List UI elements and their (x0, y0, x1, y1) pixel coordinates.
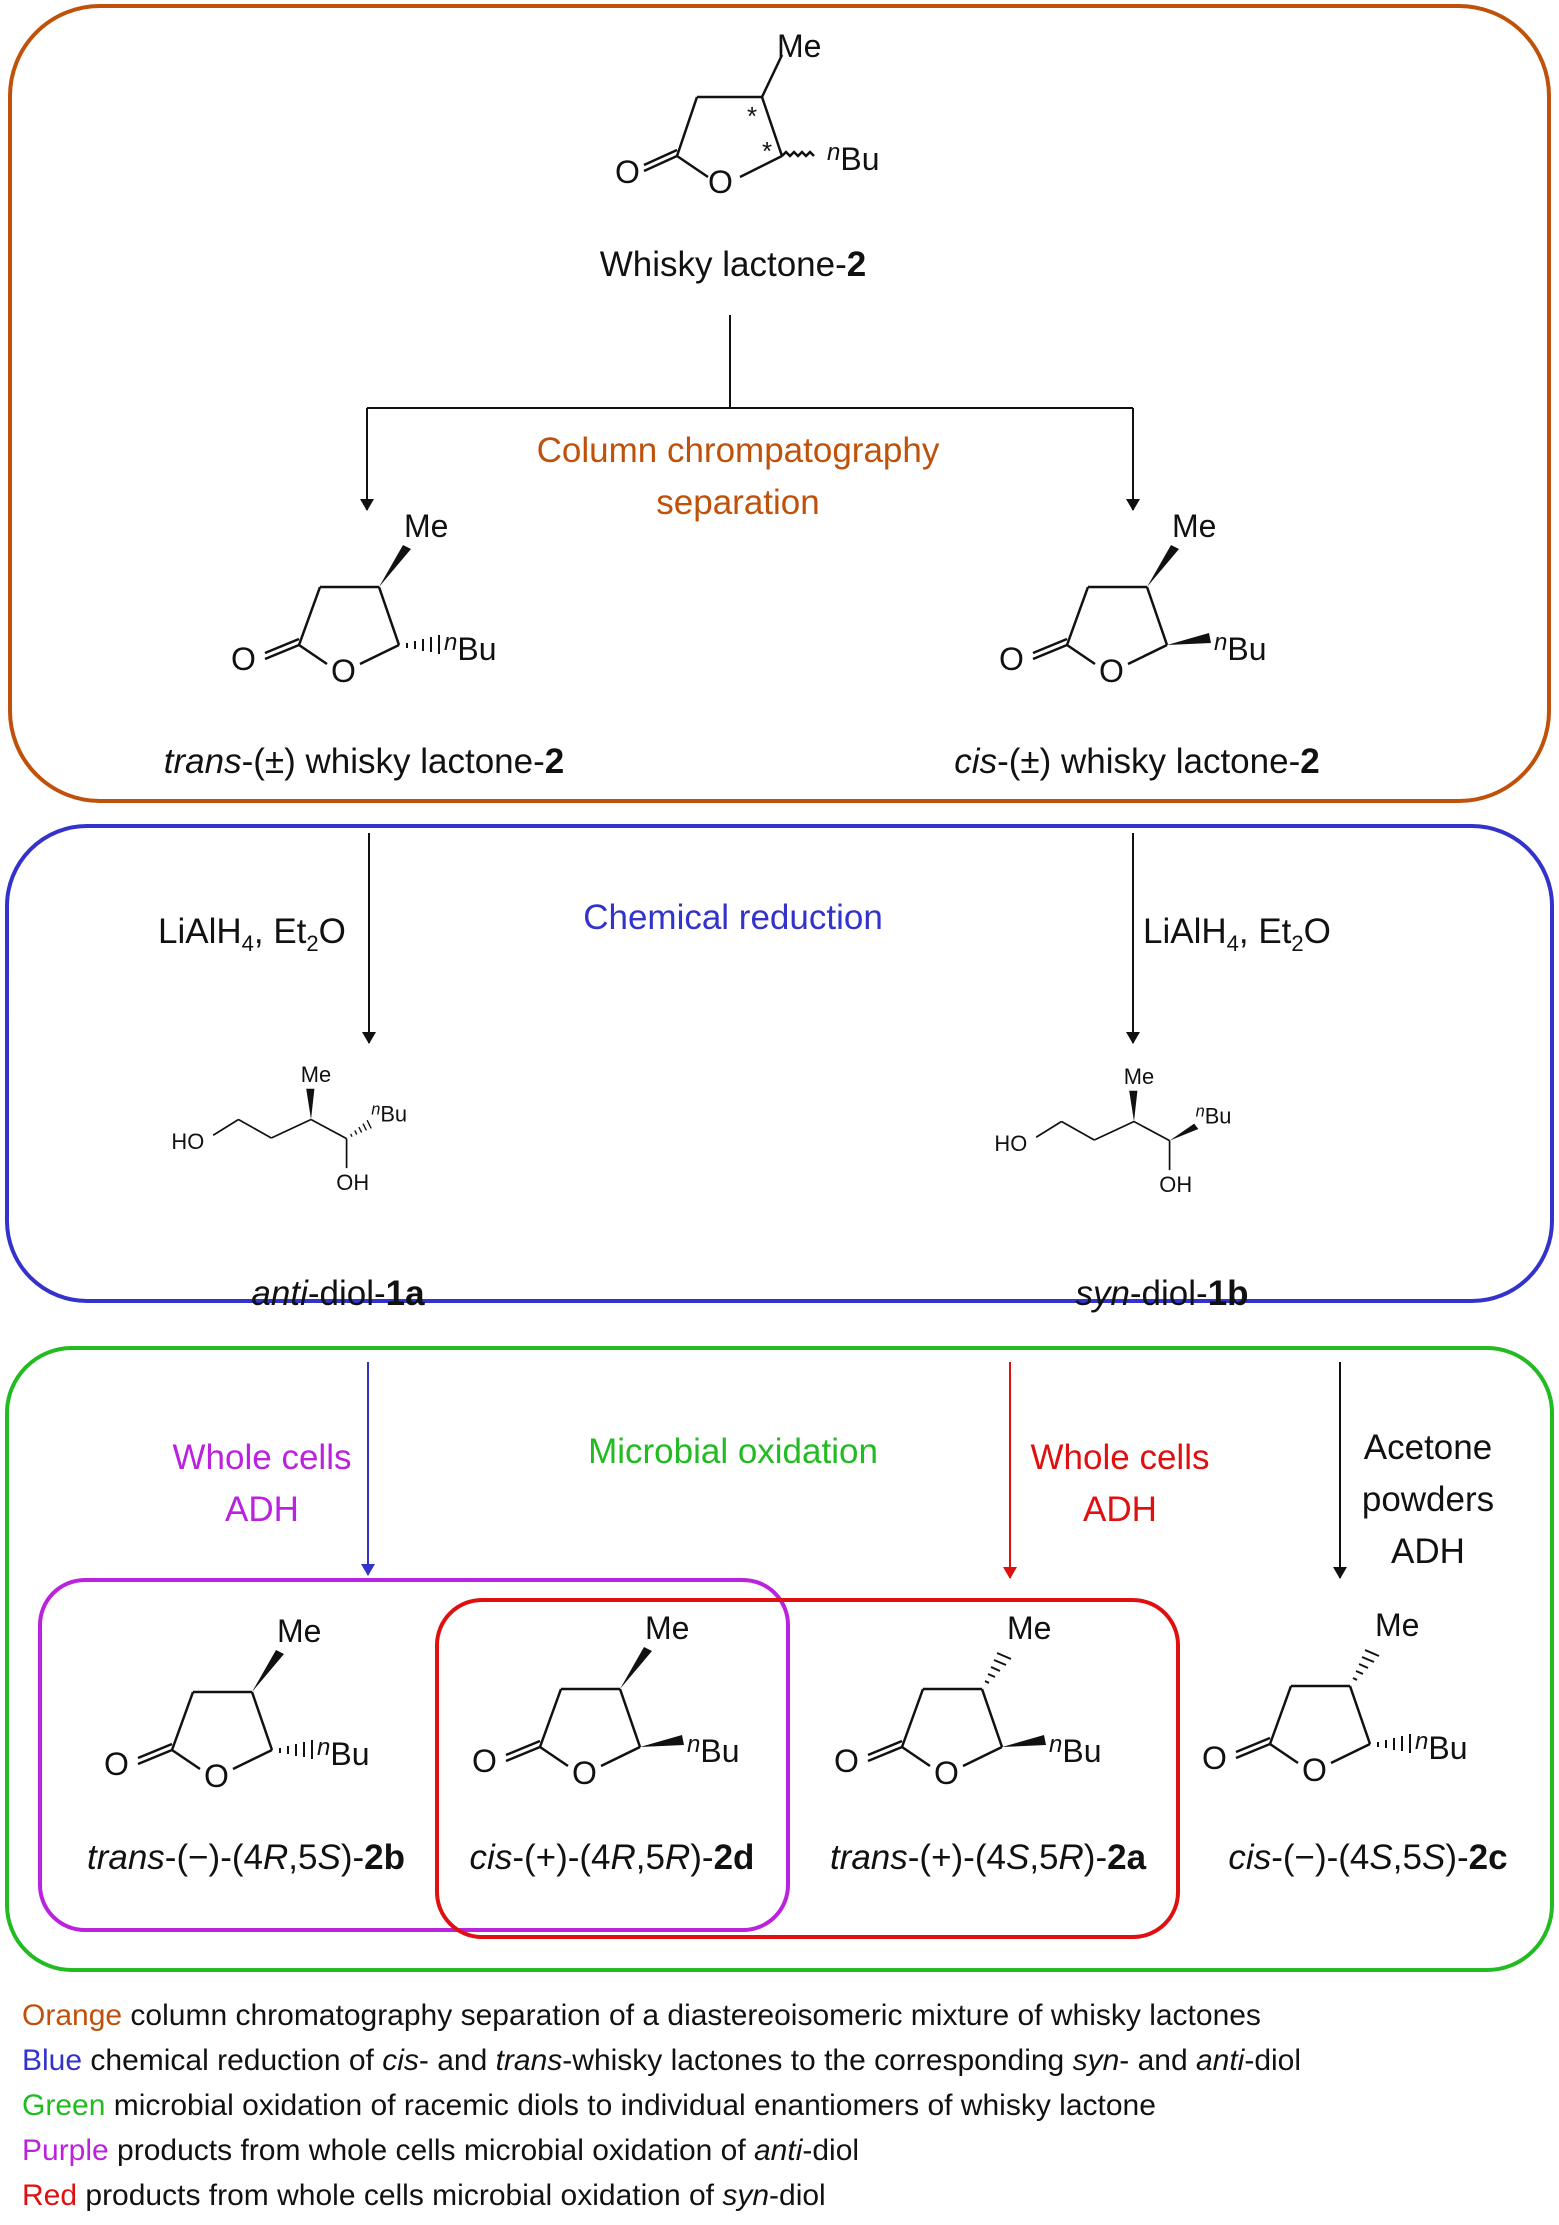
atom-me: Me (645, 1610, 689, 1646)
atom-nbu: nBu (444, 629, 497, 667)
atom-o-ring: O (934, 1755, 959, 1791)
atom-nbu: nBu (371, 1101, 407, 1127)
wedge-bond (379, 545, 411, 587)
purple-frame (38, 1578, 790, 1932)
reagent-left: LiAlH4, Et2O (158, 912, 346, 956)
atom-me: Me (1007, 1610, 1051, 1646)
hash-bond (350, 1119, 372, 1137)
atom-o-carbonyl: O (834, 1743, 859, 1779)
compound-2a-label: trans-(+)-(4S,5R)-2a (829, 1838, 1147, 1877)
wedge-bond-bu (1002, 1735, 1046, 1747)
atom-me: Me (301, 1062, 331, 1087)
compound-2c-label: cis-(−)-(4S,5S)-2c (1228, 1838, 1508, 1877)
wedge-bond-bu (640, 1735, 684, 1747)
atom-oh: OH (336, 1170, 369, 1195)
molecule-2c: Me O O nBu (1202, 1607, 1468, 1788)
legend-purple: Purple products from whole cells microbi… (22, 2134, 860, 2167)
atom-nbu: nBu (687, 1731, 740, 1769)
hash-bond-me (1352, 1649, 1380, 1681)
compound-2d-label: cis-(+)-(4R,5R)-2d (469, 1838, 755, 1877)
atom-o-carbonyl: O (472, 1743, 497, 1779)
atom-o-ring: O (331, 653, 356, 689)
legend-green: Green microbial oxidation of racemic dio… (22, 2089, 1156, 2122)
green-frame (5, 1346, 1554, 1972)
wedge-bond (306, 1088, 315, 1120)
wedge-bond (1129, 1090, 1138, 1122)
molecule-syn-diol: HO Me OH nBu (994, 1064, 1232, 1197)
section-oxidation-title: Microbial oxidation (588, 1432, 878, 1471)
atom-o-ring: O (1099, 653, 1124, 689)
atom-nbu: nBu (1214, 629, 1267, 667)
condition-red: Whole cells ADH (1030, 1438, 1210, 1529)
atom-me: Me (1124, 1064, 1154, 1089)
molecule-trans-rac: Me O O nBu (231, 508, 497, 689)
hash-bond-me (984, 1652, 1012, 1684)
compound-anti-diol-label: anti-diol-1a (251, 1274, 425, 1313)
atom-nbu: nBu (1049, 1731, 1102, 1769)
compound-top-label: Whisky lactone-2 (599, 245, 867, 284)
atom-me: Me (1172, 508, 1216, 544)
atom-me: Me (777, 28, 821, 64)
atom-oh: OH (1159, 1172, 1192, 1197)
wedge-bond (1147, 545, 1179, 587)
atom-o-carbonyl: O (231, 641, 256, 677)
atom-o-ring: O (204, 1758, 229, 1794)
wedge-bond-bu (1167, 633, 1211, 645)
molecule-2d: Me O O nBu (472, 1610, 740, 1791)
molecule-top: O O Me * * nBu (615, 28, 880, 200)
molecule-anti-diol: HO Me OH nBu (171, 1062, 407, 1195)
atom-me: Me (277, 1613, 321, 1649)
section-separation-title: Column chrompatography separation (536, 431, 940, 522)
atom-o-carbonyl: O (1202, 1740, 1227, 1776)
wedge-bond-bu (1169, 1123, 1199, 1141)
compound-2b-label: trans-(−)-(4R,5S)-2b (86, 1838, 406, 1877)
atom-o-ring: O (572, 1755, 597, 1791)
atom-o-carbonyl: O (999, 641, 1024, 677)
atom-nbu: nBu (1196, 1103, 1232, 1129)
compound-syn-diol-label: syn-diol-1b (1075, 1274, 1249, 1313)
wedge-bond (252, 1650, 284, 1692)
legend-orange: Orange column chromatography separation … (22, 1999, 1261, 2032)
compound-trans-rac-label: trans-(±) whisky lactone-2 (163, 742, 565, 781)
molecule-2a: Me O O nBu (834, 1610, 1102, 1791)
atom-nbu: nBu (1415, 1728, 1468, 1766)
legend-red: Red products from whole cells microbial … (22, 2179, 826, 2212)
molecule-cis-rac: Me O O nBu (999, 508, 1267, 689)
atom-nbu: nBu (827, 139, 880, 177)
condition-black: Acetone powders ADH (1361, 1428, 1495, 1571)
atom-o-ring: O (1302, 1752, 1327, 1788)
hash-bond-bu (1377, 1734, 1411, 1753)
compound-cis-rac-label: cis-(±) whisky lactone-2 (954, 742, 1320, 781)
section-reduction-title: Chemical reduction (583, 898, 883, 937)
atom-o-ring: O (708, 164, 733, 200)
atom-me: Me (404, 508, 448, 544)
legend-blue: Blue chemical reduction of cis- and tran… (22, 2044, 1302, 2077)
stereo-star-1: * (747, 101, 757, 131)
hash-bond (406, 635, 440, 654)
red-frame (435, 1598, 1180, 1939)
atom-ho: HO (994, 1131, 1027, 1156)
blue-frame (5, 824, 1554, 1303)
stereo-star-2: * (762, 136, 772, 166)
atom-o-carbonyl: O (104, 1746, 129, 1782)
molecule-2b: Me O O nBu (104, 1613, 370, 1794)
atom-ho: HO (171, 1129, 204, 1154)
atom-nbu: nBu (317, 1734, 370, 1772)
atom-o-carbonyl: O (615, 154, 640, 190)
reagent-right: LiAlH4, Et2O (1143, 912, 1331, 956)
condition-purple: Whole cells ADH (172, 1438, 352, 1529)
wedge-bond (620, 1647, 652, 1689)
hash-bond (279, 1740, 313, 1759)
atom-me: Me (1375, 1607, 1419, 1643)
orange-frame (8, 4, 1551, 803)
